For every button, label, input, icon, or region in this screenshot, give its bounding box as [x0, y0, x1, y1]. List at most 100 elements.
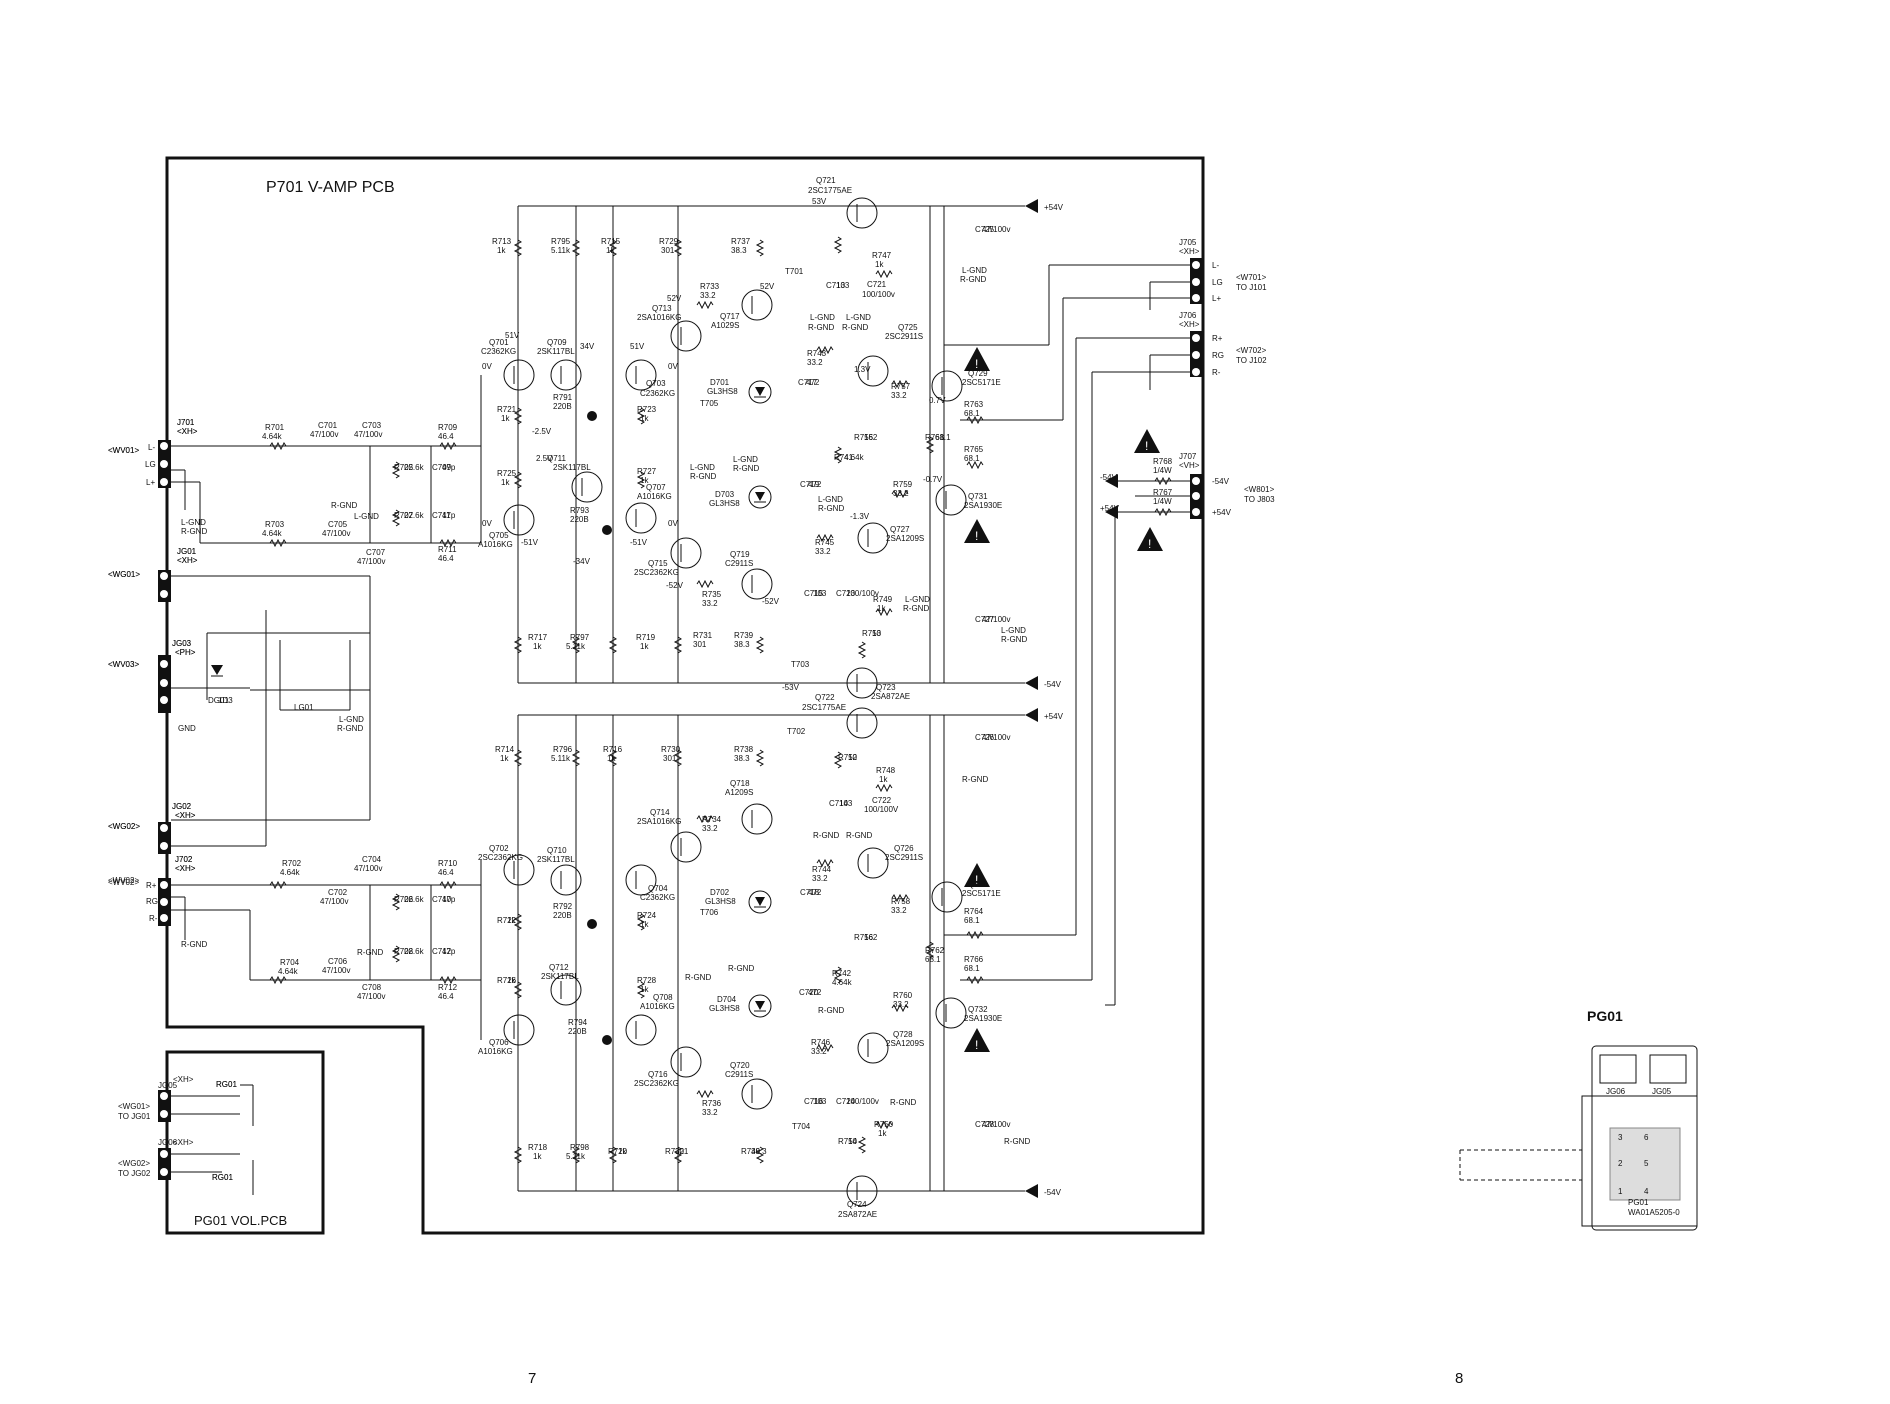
component-label: R746 — [811, 1038, 831, 1047]
component-label: 2SK117BL — [537, 347, 575, 356]
component-label: -53V — [782, 683, 800, 692]
component-label: JG03 — [172, 639, 192, 648]
component-label: R714 — [495, 745, 515, 754]
component-label: 33.2 — [702, 1108, 718, 1117]
component-label: C712 — [432, 947, 452, 956]
component-label: R-GND — [1001, 635, 1027, 644]
component-label: R-GND — [808, 323, 834, 332]
j707-type: <VH> — [1179, 461, 1200, 470]
j702-pin-2: RG — [146, 897, 158, 906]
component-label: 33.2 — [893, 489, 909, 498]
component-label: Q726 — [894, 844, 914, 853]
resistor-symbol — [636, 981, 646, 999]
rail-label-neg-top: -54V — [1044, 680, 1062, 689]
transistor-symbol — [550, 359, 582, 391]
svg-text:!: ! — [975, 357, 978, 371]
component-label: D702 — [710, 888, 730, 897]
wv01-label: <WV01> — [108, 446, 139, 455]
component-label: C726 — [975, 733, 995, 742]
component-label: 33.2 — [893, 1000, 909, 1009]
output-arrows — [1105, 474, 1118, 519]
resistor-symbol — [673, 749, 683, 767]
component-label: 2SA872AE — [838, 1210, 877, 1219]
component-label: -0.7V — [923, 475, 943, 484]
component-label: L-GND — [733, 455, 758, 464]
vol-wg01-label: <WG01> — [118, 1102, 150, 1111]
component-label: C721 — [867, 280, 887, 289]
component-label: <XH> — [177, 427, 198, 436]
component-label: 38.3 — [734, 640, 750, 649]
component-label: R753 — [862, 629, 882, 638]
component-label: 103 — [813, 589, 827, 598]
component-label: 47p — [442, 511, 456, 520]
svg-text:!: ! — [975, 873, 978, 887]
component-label: <XH> — [177, 556, 198, 565]
component-label: A1016KG — [637, 492, 672, 501]
component-label: 46.4 — [438, 992, 454, 1001]
transistor-symbol — [935, 484, 967, 516]
component-label: 220B — [568, 1027, 587, 1036]
vol-board-wires — [171, 1084, 254, 1195]
component-label: GL3HS8 — [709, 1004, 740, 1013]
component-label: R718 — [528, 1143, 548, 1152]
component-label: 47/100v — [310, 430, 338, 439]
component-label: 0V — [482, 519, 492, 528]
component-label: Q722 — [815, 693, 835, 702]
component-label: Q713 — [652, 304, 672, 313]
component-label: T706 — [700, 908, 719, 917]
resistor-symbol — [875, 269, 893, 279]
component-label: 2SC2362KG — [634, 568, 679, 577]
component-label: L-GND — [1001, 626, 1026, 635]
component-label: T701 — [785, 267, 804, 276]
component-label: 4.64k — [262, 529, 283, 538]
component-label: R744 — [812, 865, 832, 874]
component-label: 38.3 — [751, 1147, 767, 1156]
component-label: R758 — [891, 897, 911, 906]
j701-pin-1: L- — [148, 443, 155, 452]
component-label: 46.4 — [438, 554, 454, 563]
transistor-symbol — [503, 359, 535, 391]
component-label: R-GND — [685, 973, 711, 982]
component-label: R761 — [925, 433, 945, 442]
resistor-symbol — [391, 945, 401, 963]
component-label: 2SA1209S — [886, 534, 924, 543]
component-label: R793 — [570, 506, 590, 515]
component-label: 0V — [668, 362, 678, 371]
component-label: A1029S — [711, 321, 739, 330]
component-label: R717 — [528, 633, 548, 642]
transistor-symbol — [550, 864, 582, 896]
component-label: R762 — [925, 946, 945, 955]
wg02-label: <WG02> — [108, 822, 140, 831]
component-label: 47/100v — [357, 992, 385, 1001]
component-label: C703 — [362, 421, 382, 430]
component-label: 51V — [630, 342, 645, 351]
connector-j706: J706 <XH> R+ RG R- <W702> TO J102 — [1179, 311, 1267, 377]
transistor-symbol — [625, 359, 657, 391]
component-label: R719 — [636, 633, 656, 642]
j705-pin-3: L+ — [1212, 294, 1221, 303]
component-label: R742 — [832, 969, 852, 978]
component-label: R767 — [1153, 488, 1173, 497]
component-label: 103 — [813, 1097, 827, 1106]
transistor-symbol — [846, 1175, 878, 1207]
rg01-label-2: RG01 — [212, 1173, 233, 1182]
jg03-type: <PH> — [175, 648, 196, 657]
component-label: C725 — [975, 225, 995, 234]
component-label: R723 — [637, 405, 657, 414]
component-label: 1k — [640, 985, 649, 994]
warning-icons: ! ! ! ! ! ! — [964, 347, 1163, 1052]
vol-board-title: PG01 VOL.PCB — [194, 1213, 287, 1228]
component-label: R765 — [964, 445, 984, 454]
component-label: 22.6k — [404, 463, 425, 472]
component-label: R710 — [438, 859, 458, 868]
resistor-symbol — [513, 1146, 523, 1164]
component-label: Q729 — [968, 369, 988, 378]
resistor-symbol — [966, 975, 984, 985]
component-label: 0V — [482, 362, 492, 371]
w702-to: TO J102 — [1236, 356, 1267, 365]
component-label: 5.11k — [566, 1152, 586, 1161]
component-label: T703 — [791, 660, 810, 669]
component-label: 33.2 — [812, 874, 828, 883]
component-label: 301 — [663, 754, 677, 763]
component-label: 33.2 — [811, 1047, 827, 1056]
